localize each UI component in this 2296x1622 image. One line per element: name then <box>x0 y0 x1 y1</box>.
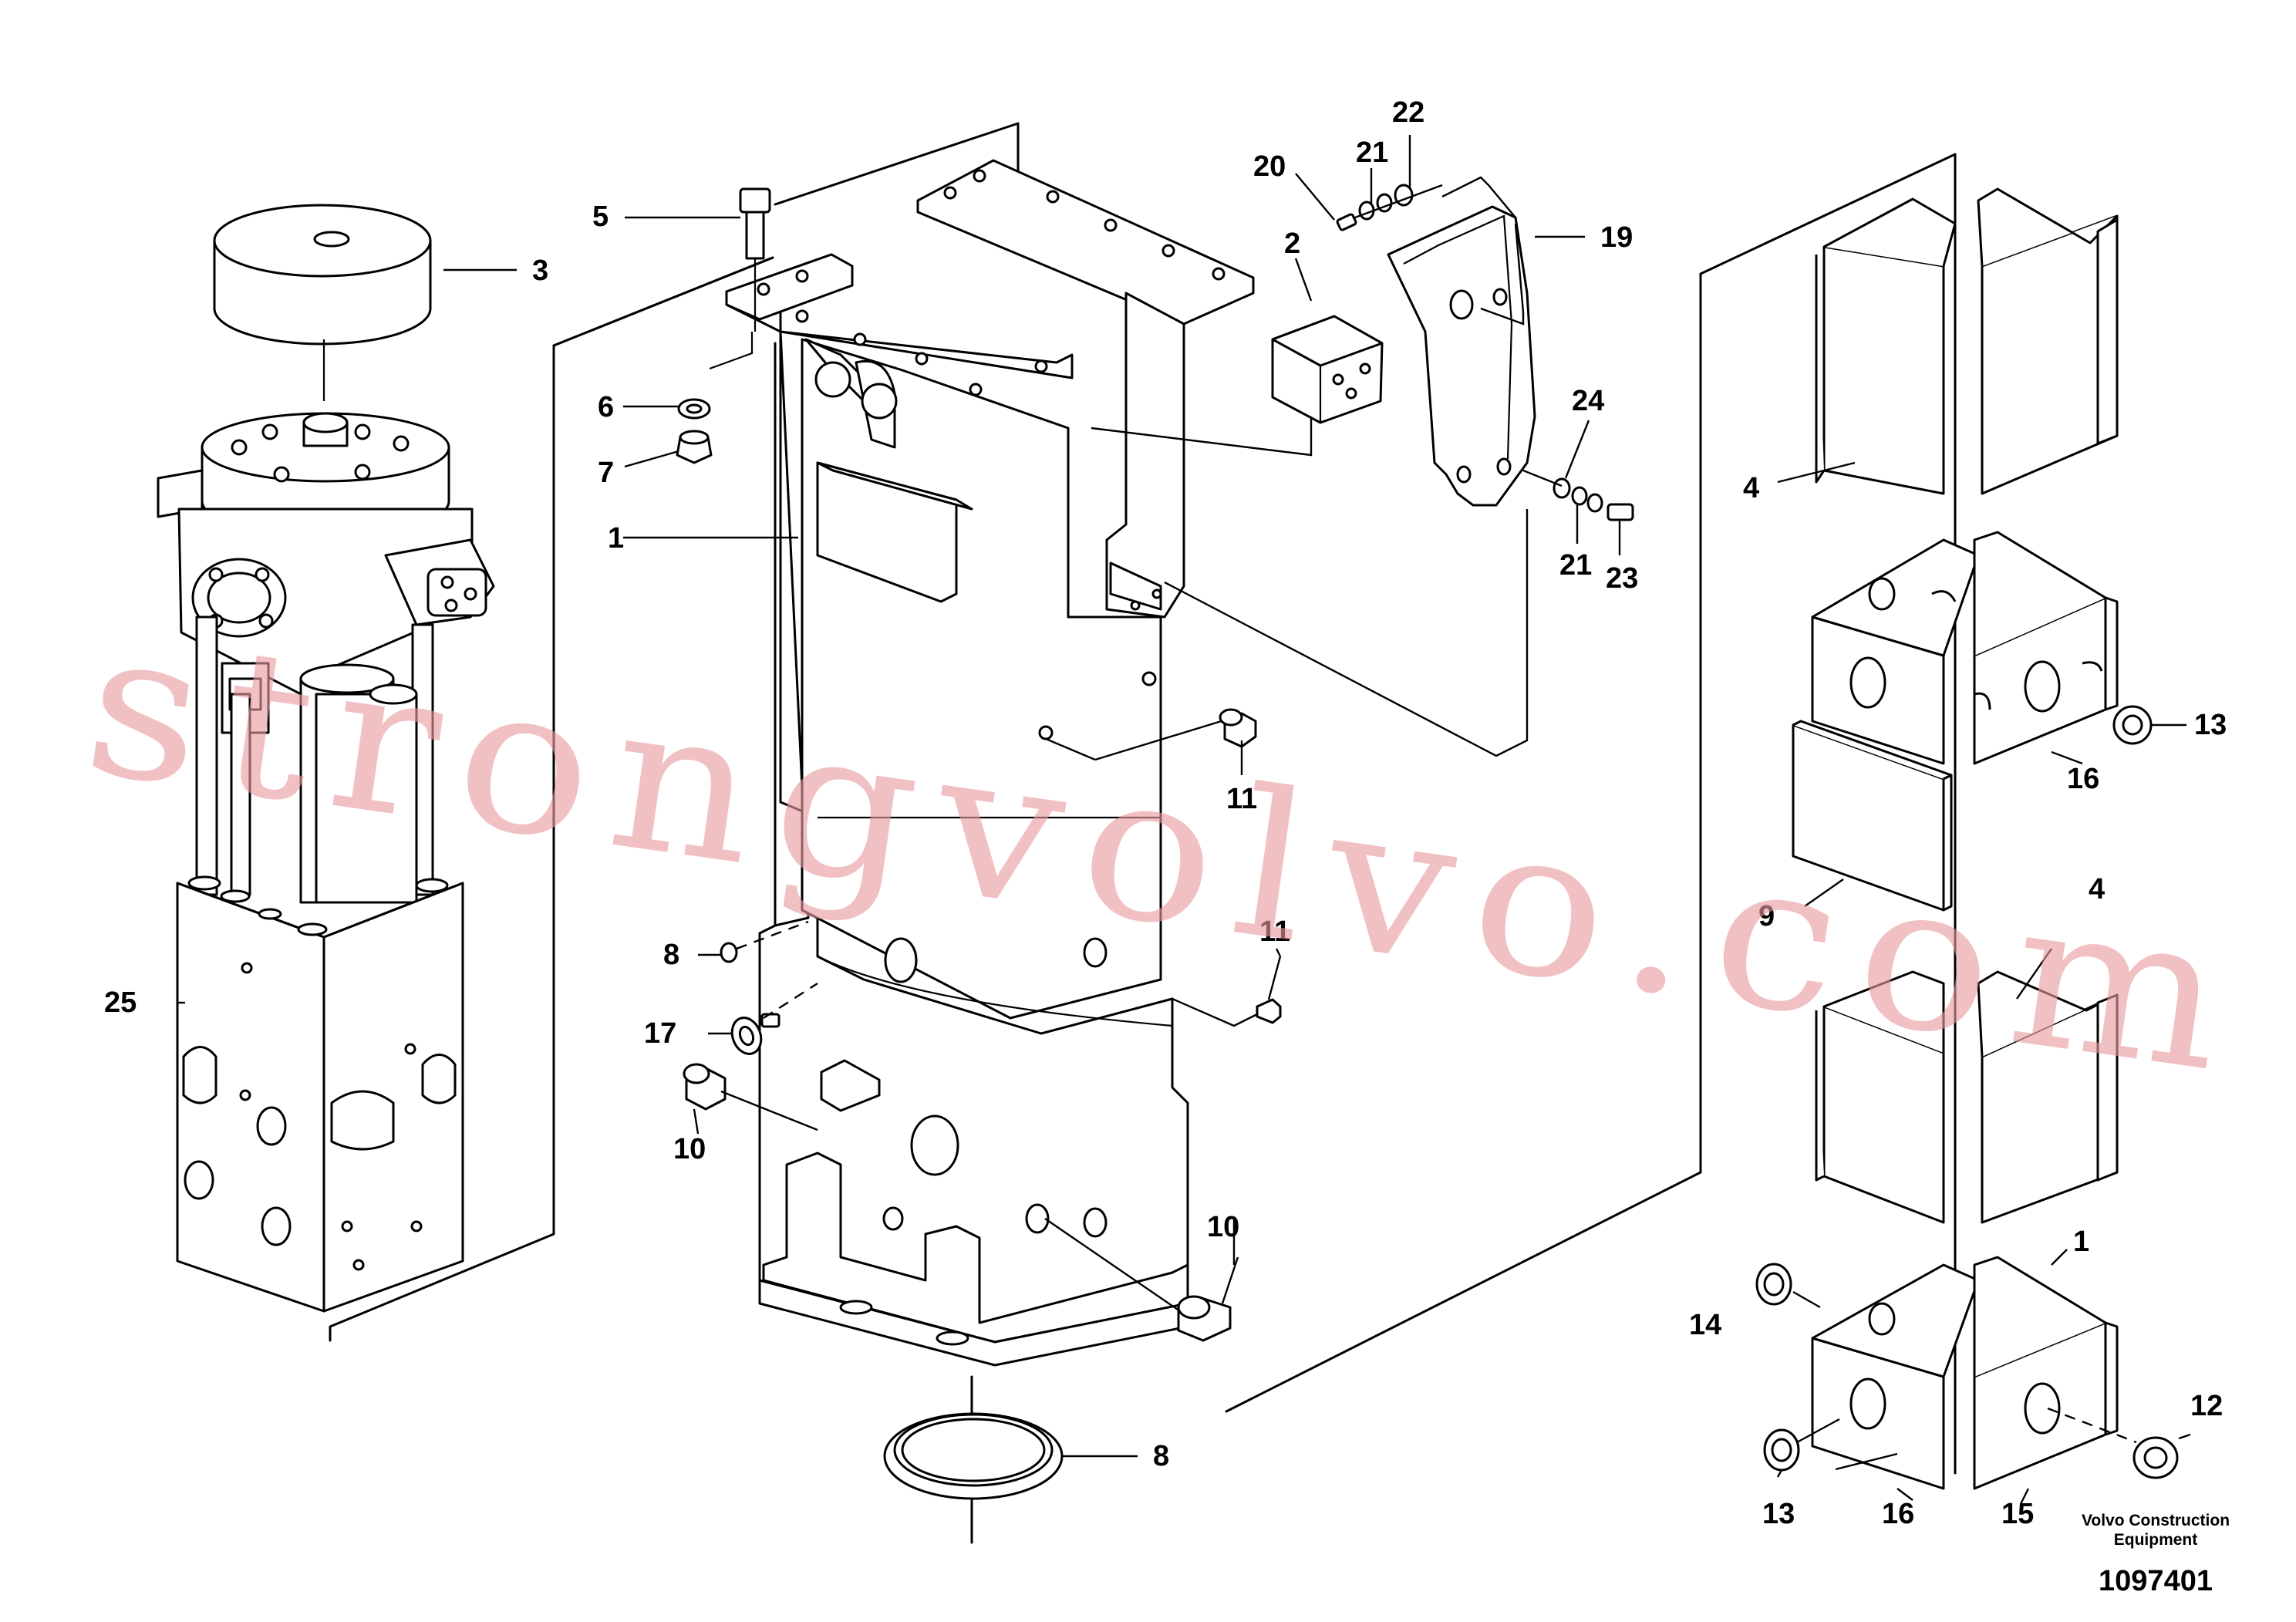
section-frame-lines <box>329 122 1957 1544</box>
callout-1b: 1 <box>2073 1226 2089 1258</box>
callout-25: 25 <box>104 986 137 1019</box>
callout-14: 14 <box>1689 1309 1721 1341</box>
callout-13b: 13 <box>1762 1498 1795 1530</box>
part-5-bolt <box>739 187 771 332</box>
part-9-wear-plate <box>1792 720 1953 912</box>
part-3-damper-disc <box>213 204 432 401</box>
part-7-nut <box>676 332 754 464</box>
callout-16: 16 <box>2067 763 2099 795</box>
callout-8b: 8 <box>1153 1440 1169 1472</box>
callout-4b: 4 <box>2089 873 2105 905</box>
part-16-bushing-lower <box>1811 1256 2137 1490</box>
callout-10b: 10 <box>1207 1211 1239 1243</box>
callout-4: 4 <box>1743 472 1759 504</box>
callout-8: 8 <box>663 939 679 971</box>
part-25-hammer-body <box>157 412 495 1313</box>
callout-20: 20 <box>1253 150 1286 183</box>
hardware-20-21-22 <box>1336 184 1443 231</box>
callout-21: 21 <box>1356 137 1388 169</box>
part-8-seal-ring <box>883 1412 1064 1500</box>
callout-13: 13 <box>2194 709 2227 741</box>
callout-1: 1 <box>608 522 624 555</box>
part-19-bracket <box>1387 176 1536 507</box>
callout-19: 19 <box>1600 221 1633 254</box>
callout-5: 5 <box>592 201 609 233</box>
callout-labels: 1 1 2 3 4 4 5 6 7 8 8 9 10 10 11 11 12 1… <box>104 96 2227 1530</box>
part-4-wear-plates-lower <box>1815 970 2119 1224</box>
callout-7: 7 <box>598 457 614 489</box>
part-10-plug-left <box>683 1063 818 1131</box>
callout-6: 6 <box>598 391 614 423</box>
part-10-plug-right <box>1044 1218 1239 1342</box>
callout-3: 3 <box>532 255 548 287</box>
callout-17: 17 <box>644 1017 676 1050</box>
callout-16b: 16 <box>1882 1498 1914 1530</box>
part-1-housing <box>725 159 1255 1367</box>
callout-11b: 11 <box>1259 916 1290 948</box>
callout-2: 2 <box>1284 228 1300 260</box>
brand-line-1: Volvo Construction <box>2082 1512 2230 1529</box>
part-11-plugs <box>1172 708 1282 1027</box>
title-block: Volvo Construction Equipment 1097401 <box>2082 1512 2230 1597</box>
callout-9: 9 <box>1758 900 1775 932</box>
part-14-12-13-bushings <box>1755 1263 2179 1479</box>
part-2-block <box>1091 315 1384 457</box>
callout-22: 22 <box>1392 96 1424 129</box>
drawing-number: 1097401 <box>2099 1565 2213 1597</box>
brand-line-2: Equipment <box>2114 1531 2198 1549</box>
callout-11: 11 <box>1226 783 1257 815</box>
callout-21b: 21 <box>1559 549 1592 582</box>
callout-24: 24 <box>1572 385 1604 417</box>
part-17-washer-bolt <box>730 982 818 1055</box>
part-13-bushing-right <box>2112 705 2153 745</box>
part-16-bushing-upper <box>1811 531 2119 765</box>
callout-12: 12 <box>2190 1390 2223 1422</box>
leader-lines <box>177 135 2191 1505</box>
part-8-seal-left <box>720 920 809 963</box>
part-4-wear-plates-upper <box>1815 187 2119 495</box>
part-6-washer <box>677 398 711 420</box>
callout-10: 10 <box>673 1133 706 1165</box>
callout-23: 23 <box>1606 562 1638 595</box>
callout-15: 15 <box>2001 1498 2034 1530</box>
